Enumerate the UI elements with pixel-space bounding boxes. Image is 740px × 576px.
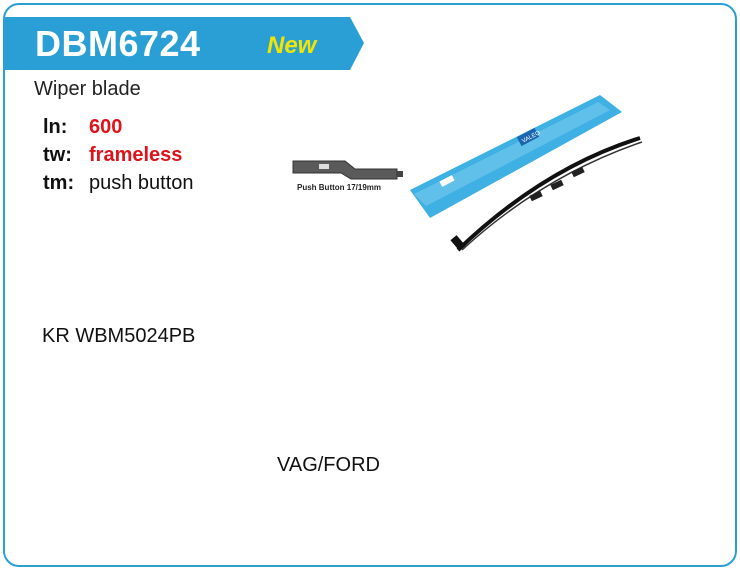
wiper-blade-package-icon: VALEO	[410, 95, 643, 252]
spec-value: push button	[89, 172, 194, 194]
push-button-adapter-icon	[292, 160, 403, 180]
spec-value: frameless	[89, 144, 183, 166]
spec-value: 600	[89, 116, 123, 138]
application: VAG/FORD	[277, 454, 380, 476]
adapter-caption: Push Button 17/19mm	[297, 183, 382, 192]
spec-key: ln:	[43, 116, 68, 138]
wiper-blade-image: VALEO	[400, 90, 650, 260]
spec-key: tw:	[43, 144, 72, 166]
product-card: DBM6724 New Wiper blade ln: 600 tw: fram…	[3, 3, 737, 567]
product-type: Wiper blade	[34, 78, 141, 100]
banner-shape	[5, 17, 364, 70]
new-badge: New	[267, 32, 317, 59]
product-code: DBM6724	[35, 23, 201, 64]
adapter-figure: Push Button 17/19mm	[285, 155, 415, 205]
header-banner: DBM6724 New	[5, 17, 365, 70]
cross-reference: KR WBM5024PB	[42, 325, 196, 347]
spec-key: tm:	[43, 172, 75, 194]
